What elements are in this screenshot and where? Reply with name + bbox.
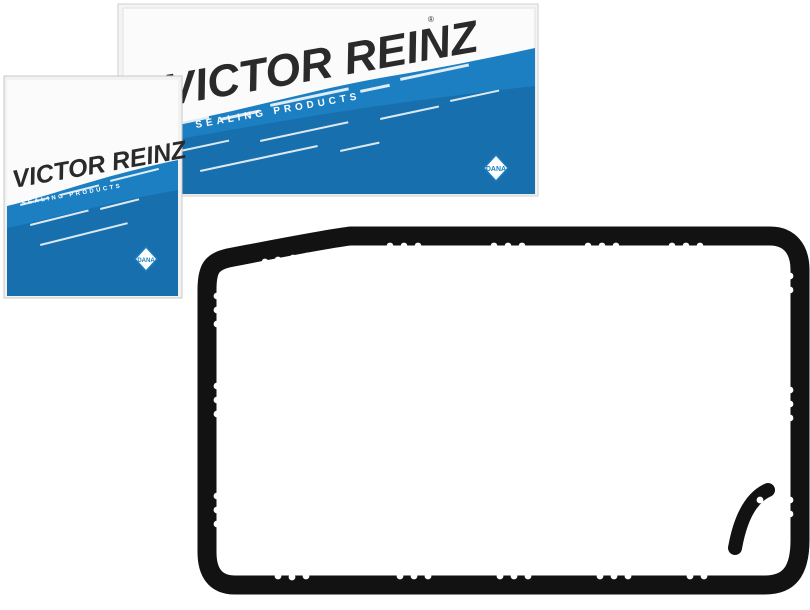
bolt-hole — [213, 292, 221, 300]
bolt-hole — [700, 572, 708, 580]
bolt-hole — [213, 320, 221, 328]
bolt-hole — [386, 242, 394, 250]
bolt-hole — [598, 242, 606, 250]
bolt-hole — [490, 242, 498, 250]
bolt-hole — [213, 306, 221, 314]
bolt-hole — [396, 572, 404, 580]
bolt-hole — [261, 258, 269, 266]
bolt-hole — [668, 242, 676, 250]
bolt-hole — [213, 382, 221, 390]
small-box-logo: DANA — [137, 258, 155, 264]
bolt-hole — [610, 572, 618, 580]
gasket-body — [197, 226, 810, 595]
bolt-hole — [274, 256, 282, 264]
bolt-hole — [786, 272, 794, 280]
bolt-hole — [696, 242, 704, 250]
bolt-hole — [786, 400, 794, 408]
bolt-hole — [510, 572, 518, 580]
dana-logo-icon: DANA — [482, 153, 510, 183]
bolt-hole — [504, 242, 512, 250]
small-box-wave — [7, 160, 178, 296]
large-box-logo: DANA — [486, 166, 506, 173]
bolt-hole — [424, 572, 432, 580]
bolt-hole — [303, 252, 311, 260]
small-box: VICTOR REINZ SEALING PRODUCTS DANA — [3, 75, 190, 299]
bolt-hole — [754, 536, 762, 544]
bolt-hole — [686, 572, 694, 580]
bolt-hole — [786, 510, 794, 518]
bolt-hole — [414, 242, 422, 250]
bolt-hole — [518, 242, 526, 250]
bolt-hole — [624, 572, 632, 580]
bolt-hole — [400, 242, 408, 250]
gasket-corner-tab — [728, 483, 775, 555]
oil-pan-gasket — [197, 226, 810, 595]
bolt-hole — [213, 410, 221, 418]
bolt-hole — [496, 572, 504, 580]
bolt-hole — [612, 242, 620, 250]
bolt-hole — [289, 254, 297, 262]
bolt-hole — [274, 572, 282, 580]
bolt-hole — [213, 520, 221, 528]
small-dana-logo-icon: DANA — [133, 245, 159, 273]
bolt-hole — [302, 572, 310, 580]
bolt-hole — [596, 572, 604, 580]
bolt-hole — [213, 492, 221, 500]
large-box-wave — [123, 48, 535, 194]
bolt-hole — [756, 496, 764, 504]
bolt-hole — [786, 386, 794, 394]
bolt-hole — [584, 242, 592, 250]
bolt-hole — [213, 396, 221, 404]
bolt-hole — [774, 258, 782, 266]
bolt-hole — [786, 496, 794, 504]
bolt-hole — [682, 242, 690, 250]
bolt-hole — [288, 573, 296, 581]
bolt-hole — [410, 572, 418, 580]
bolt-hole — [213, 506, 221, 514]
bolt-hole — [786, 286, 794, 294]
bolt-hole — [786, 414, 794, 422]
large-box-registered-mark: ® — [428, 15, 434, 24]
large-box: VICTOR REINZ ® SEALING PRODUCTS DANA — [117, 3, 539, 197]
bolt-hole — [768, 510, 776, 518]
bolt-hole — [524, 572, 532, 580]
bolt-hole — [768, 524, 776, 532]
gasket-bolt-holes — [213, 242, 794, 581]
